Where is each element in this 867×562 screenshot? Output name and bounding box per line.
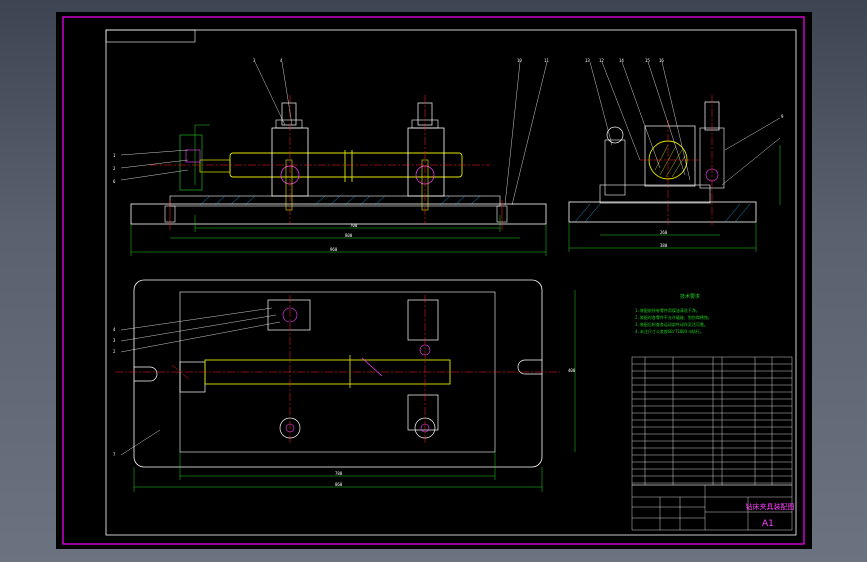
side-view	[568, 61, 781, 252]
leader-number: 4	[113, 327, 116, 332]
dim-text: 860	[335, 482, 343, 487]
leader-number: 15	[645, 58, 650, 63]
leader-number: 4	[280, 58, 283, 63]
leader-number: 1	[113, 153, 116, 158]
dim-text: 400	[568, 368, 576, 373]
leader-number: 14	[619, 58, 624, 63]
corner-box	[105, 29, 196, 43]
tech-req-line: 4.未注尺寸公差按GB/T1804-m执行。	[635, 328, 704, 334]
dim-text: 780	[335, 471, 343, 476]
tech-req-title: 技术要求	[680, 293, 700, 300]
front-view	[120, 61, 548, 256]
dim-text: 960	[330, 247, 338, 252]
border-frame	[105, 29, 797, 536]
leader-number: 3	[253, 58, 256, 63]
dim-text: 700	[350, 223, 358, 228]
leader-number: 11	[544, 58, 549, 63]
tech-req-line: 1.装配前所有零件用煤油清洗干净。	[635, 307, 700, 313]
dim-text: 260	[660, 230, 668, 235]
leader-number: 2	[113, 166, 116, 171]
drawing-name: 钻床夹具装配图	[746, 502, 795, 511]
leader-number: 13	[585, 58, 590, 63]
leader-number: 7	[113, 452, 116, 457]
tech-req-line: 2.装配时各零件不允许磕碰、划伤和锈蚀。	[635, 314, 712, 320]
leader-number: 16	[659, 58, 664, 63]
leader-number: 2	[113, 349, 116, 354]
outer-frame	[62, 16, 805, 545]
tech-requirements: 技术要求 1.装配前所有零件用煤油清洗干净。 2.装配时各零件不允许磕碰、划伤和…	[635, 293, 712, 334]
leader-number: 10	[517, 58, 522, 63]
scale-mark: A1	[762, 519, 774, 529]
tech-req-line: 3.装配后检查各运动部件动作灵活可靠。	[635, 321, 708, 327]
title-block	[631, 484, 793, 531]
leader-number: 12	[599, 58, 604, 63]
dim-text: 800	[345, 233, 353, 238]
parts-list	[631, 356, 793, 486]
plan-view	[115, 279, 576, 492]
leader-number: 9	[781, 114, 784, 119]
leader-number: 6	[113, 179, 116, 184]
leader-number: 3	[113, 338, 116, 343]
paper	[56, 12, 812, 549]
dim-text: 380	[660, 243, 668, 248]
